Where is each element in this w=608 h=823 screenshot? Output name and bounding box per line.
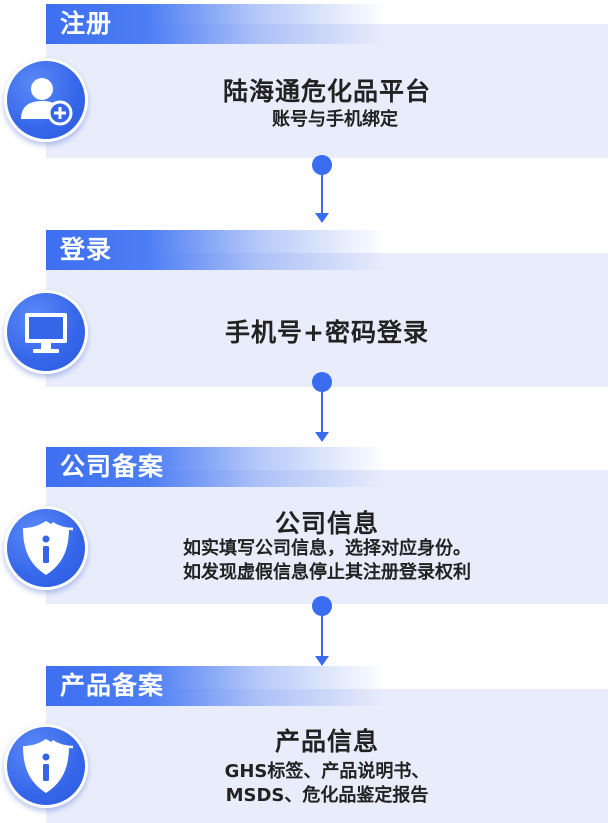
step-desc-company-1: 如实填写公司信息，选择对应身份。 <box>183 538 471 559</box>
step-desc-register-1: 账号与手机绑定 <box>272 109 398 130</box>
step-card-register <box>46 24 608 158</box>
step-desc-company-2: 如发现虚假信息停止其注册登录权利 <box>183 562 471 583</box>
product-circle <box>4 724 88 808</box>
step-title-product: 产品信息 <box>274 727 379 756</box>
company-circle <box>4 506 88 590</box>
step-tab-register: 注册 <box>46 4 386 44</box>
connector-1 <box>312 155 332 225</box>
connector-dot <box>312 155 332 175</box>
step-card-company <box>46 470 608 604</box>
step-title-company: 公司信息 <box>274 509 379 538</box>
step-tab-company: 公司备案 <box>46 447 386 487</box>
step-card-product <box>46 689 608 823</box>
user-add-icon <box>21 78 73 126</box>
step-title-register: 陆海通危化品平台 <box>222 77 431 106</box>
connector-line <box>321 616 323 658</box>
connector-line <box>321 392 323 434</box>
step-desc-product-2: MSDS、危化品鉴定报告 <box>225 785 429 806</box>
shield-info-icon <box>23 739 74 793</box>
step-title-login: 手机号+密码登录 <box>225 318 429 347</box>
connector-dot <box>312 596 332 616</box>
step-tab-login: 登录 <box>46 230 386 270</box>
step-card-login <box>46 253 608 387</box>
connector-3 <box>312 596 332 668</box>
shield-info-icon <box>23 521 74 575</box>
monitor-icon <box>25 313 67 353</box>
step-desc-product-1: GHS标签、产品说明书、 <box>224 761 430 782</box>
connector-dot <box>312 372 332 392</box>
register-circle <box>4 58 88 142</box>
connector-line <box>321 175 323 215</box>
connector-arrow <box>315 432 329 442</box>
connector-2 <box>312 372 332 444</box>
connector-arrow <box>315 656 329 666</box>
step-tab-product: 产品备案 <box>46 666 386 706</box>
connector-arrow <box>315 213 329 223</box>
login-circle <box>4 290 88 374</box>
